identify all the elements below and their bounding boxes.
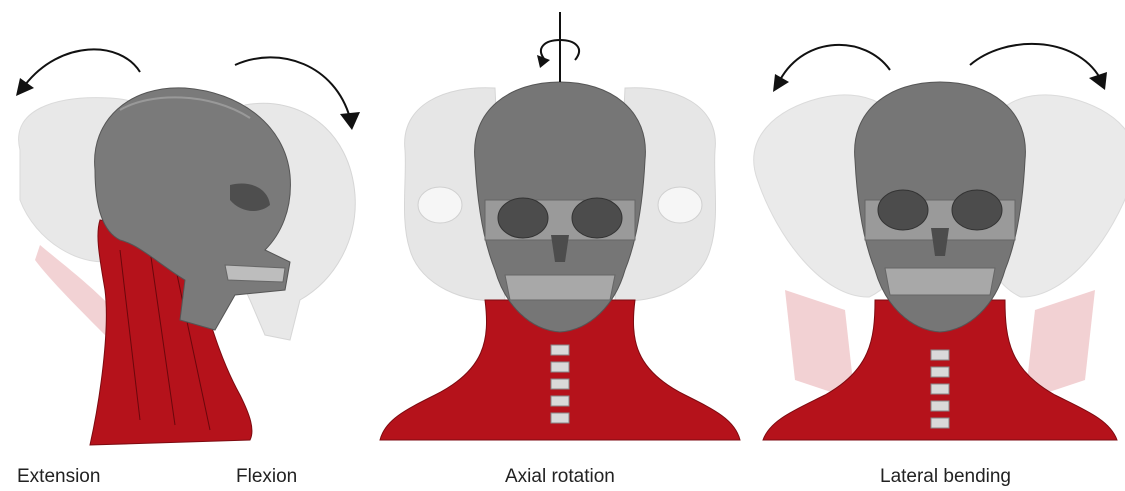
flexion-arrowhead (340, 112, 360, 130)
side-view-head-illustration (0, 0, 370, 491)
label-flexion: Flexion (236, 466, 297, 488)
lateral-left-arrow (780, 45, 890, 80)
label-extension: Extension (17, 466, 100, 488)
right-orbit (572, 198, 622, 238)
extension-arrowhead (16, 78, 34, 96)
panel-extension-flexion: Extension Flexion (0, 0, 370, 491)
left-orbit-lateral (878, 190, 928, 230)
left-orbit (498, 198, 548, 238)
lateral-right-arrow (970, 44, 1100, 78)
label-lateral-bending: Lateral bending (880, 466, 1011, 488)
lateral-bending-illustration (755, 0, 1125, 491)
extension-arrow (25, 49, 140, 85)
skull-front-lateral-main (855, 82, 1026, 332)
panel-lateral-bending: Lateral bending (755, 0, 1125, 491)
label-axial-rotation: Axial rotation (505, 466, 615, 488)
panel-axial-rotation: Axial rotation (375, 0, 745, 491)
front-view-rotation-illustration (375, 0, 745, 491)
rotation-axis-icon (541, 12, 579, 82)
right-orbit-lateral (952, 190, 1002, 230)
